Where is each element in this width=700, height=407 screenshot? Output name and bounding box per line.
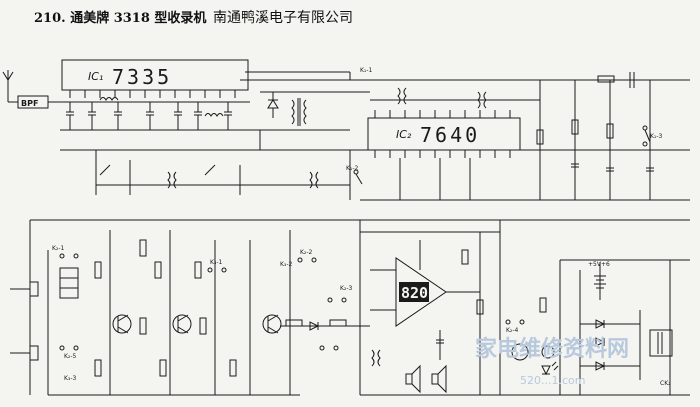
switch-label-ck2: CK₂ [660, 380, 671, 387]
ic3-part-number: 820 [401, 284, 428, 302]
switch-label-k3-3: K₃-3 [64, 375, 77, 382]
input-jack-1 [29, 281, 39, 297]
ic2-7640-chip [367, 117, 521, 151]
transistor-q3 [262, 314, 282, 334]
speaker-2-icon [431, 364, 447, 394]
switch-label-k2-2: K₂-2 [300, 249, 313, 256]
switch-label-k2-4: K₂-4 [506, 327, 519, 334]
input-jack-2 [29, 345, 39, 361]
transformer-b1 [649, 329, 673, 357]
watermark-url: 520...1.com [520, 374, 585, 387]
ic1-7335-chip [61, 59, 249, 91]
ic2-part-number: 7640 [420, 123, 480, 147]
speaker-1-icon [405, 364, 421, 394]
ic3-820-amplifier [395, 257, 447, 327]
ic2-tag: IC₂ [396, 128, 412, 141]
switch-label-k3-1: K₃-1 [210, 259, 223, 266]
switch-label-k2-3: K₂-3 [340, 285, 353, 292]
antenna-symbol [2, 70, 14, 90]
supply-voltage-label: +5V+6 [588, 261, 610, 268]
switch-label-k2-5: K₂-5 [64, 353, 77, 360]
ic1-part-number: 7335 [112, 65, 172, 89]
switch-label-k2-1: K₂-1 [52, 245, 65, 252]
switch-label-k1-2: K₁-2 [346, 165, 359, 172]
switch-label-k1-3: K₁-3 [650, 133, 663, 140]
watermark-text: 家电维修资料网 [475, 336, 629, 362]
diagram-title: 210. 通美牌 3318 型收录机 [34, 11, 207, 26]
transistor-q2 [172, 314, 192, 334]
transistor-q1 [112, 314, 132, 334]
bpf-label: BPF [21, 99, 38, 108]
switch-label-k1-1: K₁-1 [360, 67, 373, 74]
manufacturer-name: 南通鸭溪电子有限公司 [213, 10, 353, 26]
switch-label-k3-2: K₃-2 [280, 261, 293, 268]
ic1-tag: IC₁ [88, 70, 103, 83]
motor-symbol [511, 343, 529, 361]
